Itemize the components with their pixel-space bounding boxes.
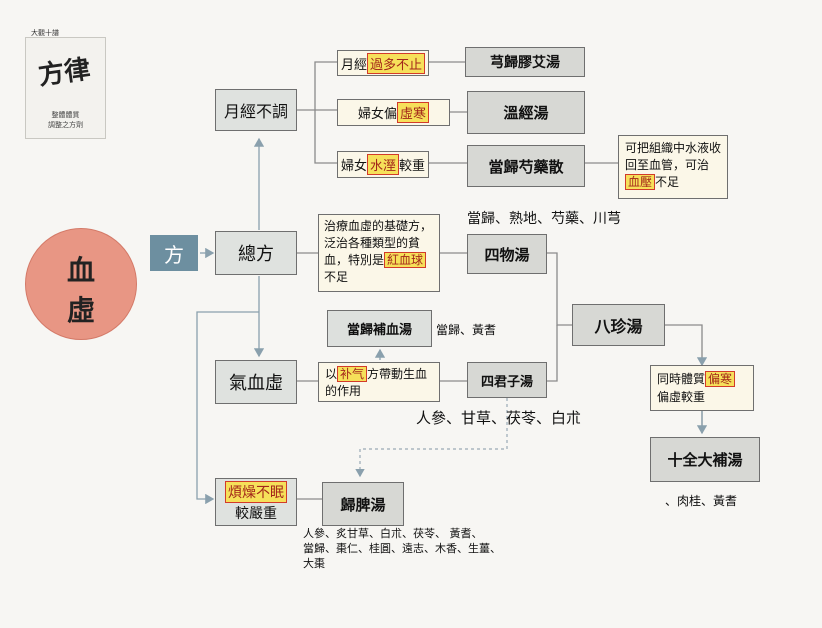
note-water-text: 可把組織中水液收回至血管，可治 <box>625 141 722 172</box>
formula-siwu: 四物湯 <box>467 234 547 274</box>
note-shiquan-ingredients: 、肉桂、黃耆 <box>665 494 738 508</box>
logo-caption: 整體體質 調整之方劑 <box>26 110 105 130</box>
formula-bazhen: 八珍湯 <box>572 304 665 346</box>
note-guipi-line2: 當歸、棗仁、桂圓、遠志、木香、生薑、 <box>303 542 501 555</box>
formula-guipi: 歸脾湯 <box>322 482 404 526</box>
category-yuejing: 月經不調 <box>215 89 297 131</box>
center-char-2: 虛 <box>66 294 95 327</box>
formula-sijunzi: 四君子湯 <box>467 362 547 398</box>
c1-highlight: 過多不止 <box>367 52 426 74</box>
c5-text: 以 <box>325 367 338 381</box>
shimian-rest: 較嚴重 <box>235 506 277 522</box>
note-sijunzi-ingredients: 人參、甘草、茯苓、白朮 <box>416 409 582 427</box>
c2-highlight: 虛寒 <box>397 102 430 123</box>
c2-text: 婦女偏 <box>357 107 397 122</box>
condition-pianhan: 同時體質偏寒偏虛較重 <box>650 365 754 411</box>
formula-wenjing: 溫經湯 <box>467 91 585 134</box>
c5-highlight: 补气 <box>337 366 368 382</box>
c3-post: 較重 <box>399 159 426 174</box>
c3-text: 婦女 <box>340 159 367 174</box>
logo-caption-line2: 調整之方劑 <box>48 121 83 129</box>
logo-top-text: 大觀十譜 <box>31 29 59 37</box>
category-zongfang: 總方 <box>215 231 297 275</box>
note-buxue-ingredients: 當歸、黃耆 <box>436 323 497 337</box>
c4-post: 不足 <box>324 270 349 284</box>
center-char-1: 血 <box>66 254 95 287</box>
formula-shiquandabu: 十全大補湯 <box>650 437 760 482</box>
formula-dangguishaoyao: 當歸芍藥散 <box>467 145 585 187</box>
category-shimian: 煩燥不眠 較嚴重 <box>215 478 297 526</box>
note-guipi-line1: 人參、炙甘草、白朮、茯苓、 黃耆、 <box>303 527 483 540</box>
book-logo: 大觀十譜 方律 整體體質 調整之方劑 <box>25 29 106 139</box>
logo-brush-text: 方律 <box>36 54 93 92</box>
blood-deficiency-circle: 血 虛 <box>25 228 137 340</box>
note-water-box: 可把組織中水液收回至血管，可治血壓不足 <box>618 135 728 199</box>
condition-xuhan: 婦女偏虛寒 <box>337 99 450 126</box>
formula-dangguibuxue: 當歸補血湯 <box>327 310 432 347</box>
note-siwu-ingredients: 當歸、熟地、芍藥、川芎 <box>467 211 621 227</box>
formula-xiongguijiaoai: 芎歸膠艾湯 <box>465 47 585 77</box>
shimian-highlight: 煩燥不眠 <box>225 481 287 503</box>
note-water-highlight: 血壓 <box>625 174 656 190</box>
c4-highlight: 紅血球 <box>384 252 427 268</box>
c6-highlight: 偏寒 <box>705 371 736 387</box>
condition-yuejing-guoduo: 月經過多不止 <box>337 50 429 76</box>
c6-text: 同時體質 <box>657 372 706 386</box>
note-guipi-ingredients: 人參、炙甘草、白朮、茯苓、 黃耆、 當歸、棗仁、桂圓、遠志、木香、生薑、 大棗 <box>303 526 501 571</box>
fang-label: 方 <box>150 235 198 271</box>
category-qixue: 氣血虛 <box>215 360 297 404</box>
condition-buqi: 以补气方帶動生血的作用 <box>318 362 440 402</box>
c5-post: 方帶動生血的作用 <box>325 367 428 398</box>
c3-highlight: 水溼 <box>366 154 399 175</box>
logo-caption-line1: 整體體質 <box>51 111 80 119</box>
condition-siwu-desc: 治療血虛的基礎方，泛治各種類型的貧血，特別是紅血球不足 <box>318 214 440 292</box>
c4-text: 治療血虛的基礎方，泛治各種類型的貧血，特別是 <box>324 219 433 267</box>
condition-shuishi: 婦女水溼較重 <box>337 151 429 178</box>
c6-post: 偏虛較重 <box>657 390 706 404</box>
note-guipi-line3: 大棗 <box>303 557 325 570</box>
note-water-post: 不足 <box>655 175 680 189</box>
c1-text: 月經 <box>340 57 367 73</box>
